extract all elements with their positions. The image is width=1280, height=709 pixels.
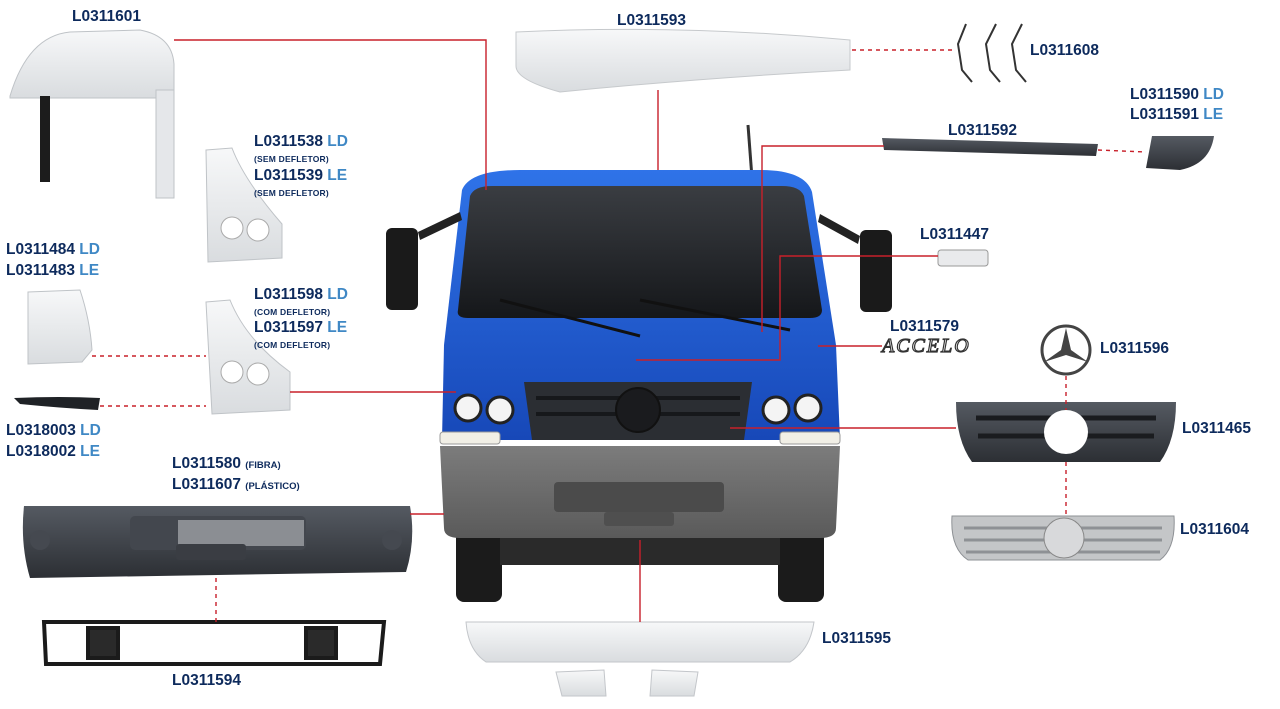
label-step-def-ld: L0311598 LD [254, 286, 348, 303]
label-mirror-cover-le: L0311483 LE [6, 262, 100, 279]
label-grille-grey: L0311604 [1180, 521, 1249, 538]
part-bumper-frame [41, 620, 387, 666]
label-bumper-plastico: L0311607 (PLÁSTICO) [172, 476, 300, 493]
wiper-right [639, 298, 791, 332]
label-fender-top: L0311601 [72, 8, 141, 25]
accelo-badge: ACCELO [880, 335, 971, 357]
mirror-arm-left [418, 212, 462, 240]
part-grille-grey [951, 515, 1175, 561]
turn-lamp-left [439, 431, 501, 445]
part-star-emblem [1040, 324, 1092, 376]
label-deflector-strip-le: L0318002 LE [6, 443, 100, 460]
part-grille-dark [956, 402, 1176, 462]
part-small-emblem [937, 249, 989, 267]
part-step-with-deflector [205, 299, 291, 415]
turn-lamp-right [779, 431, 841, 445]
truck-illustration [386, 124, 892, 602]
part-lower-spoiler [465, 621, 815, 697]
label-step-no-def-le: L0311539 LE [254, 167, 348, 184]
label-visor-bar: L0311592 [948, 122, 1017, 139]
part-visor-bar [882, 138, 1098, 156]
label-deflector-strip-ld: L0318003 LD [6, 422, 101, 439]
label-star-emblem: L0311596 [1100, 340, 1169, 357]
front-wheel-right [778, 530, 824, 602]
label-bumper-fibra: L0311580 (FIBRA) [172, 455, 281, 472]
part-step-no-deflector [205, 147, 283, 263]
label-grille-dark: L0311465 [1182, 420, 1251, 437]
part-visor-brackets [956, 23, 1027, 83]
label-bumper-frame: L0311594 [172, 672, 241, 689]
label-small-emblem: L0311447 [920, 226, 989, 243]
label-step-def-le: L0311597 LE [254, 319, 348, 336]
antenna [746, 124, 754, 179]
label-visor-brackets: L0311608 [1030, 42, 1099, 59]
label-step-no-def-ld: L0311538 LD [254, 133, 348, 150]
label-sunvisor: L0311593 [617, 12, 686, 29]
mirror-right [860, 230, 892, 312]
windshield [457, 186, 822, 318]
note-step-no-def-le: (SEM DEFLETOR) [254, 188, 329, 198]
label-corner-ld: L0311590 LD [1130, 86, 1224, 103]
front-wheel-left [456, 530, 502, 602]
part-bumper [22, 506, 413, 578]
headlight-left-1 [453, 393, 483, 423]
label-accelo-badge: L0311579 [890, 318, 959, 335]
wiper-left [499, 298, 641, 338]
part-deflector-strip [14, 397, 100, 410]
truck-bumper-vent [554, 482, 724, 512]
mirror-left [386, 228, 418, 310]
label-corner-le: L0311591 LE [1130, 106, 1224, 123]
part-sunvisor [515, 28, 851, 93]
note-step-no-def-ld: (SEM DEFLETOR) [254, 154, 329, 164]
headlight-left-2 [485, 395, 515, 425]
headlight-right-1 [761, 395, 791, 425]
truck-grille-emblem [615, 387, 661, 433]
part-fender-top [9, 29, 175, 199]
headlight-right-2 [793, 393, 823, 423]
part-corner-cover [1146, 136, 1214, 170]
mirror-arm-right [818, 214, 860, 244]
note-step-def-ld: (COM DEFLETOR) [254, 307, 331, 317]
label-mirror-cover-ld: L0311484 LD [6, 241, 100, 258]
label-lower-spoiler: L0311595 [822, 630, 891, 647]
leader-lines [92, 39, 1147, 622]
part-mirror-cover [27, 289, 93, 365]
note-step-def-le: (COM DEFLETOR) [254, 340, 331, 350]
